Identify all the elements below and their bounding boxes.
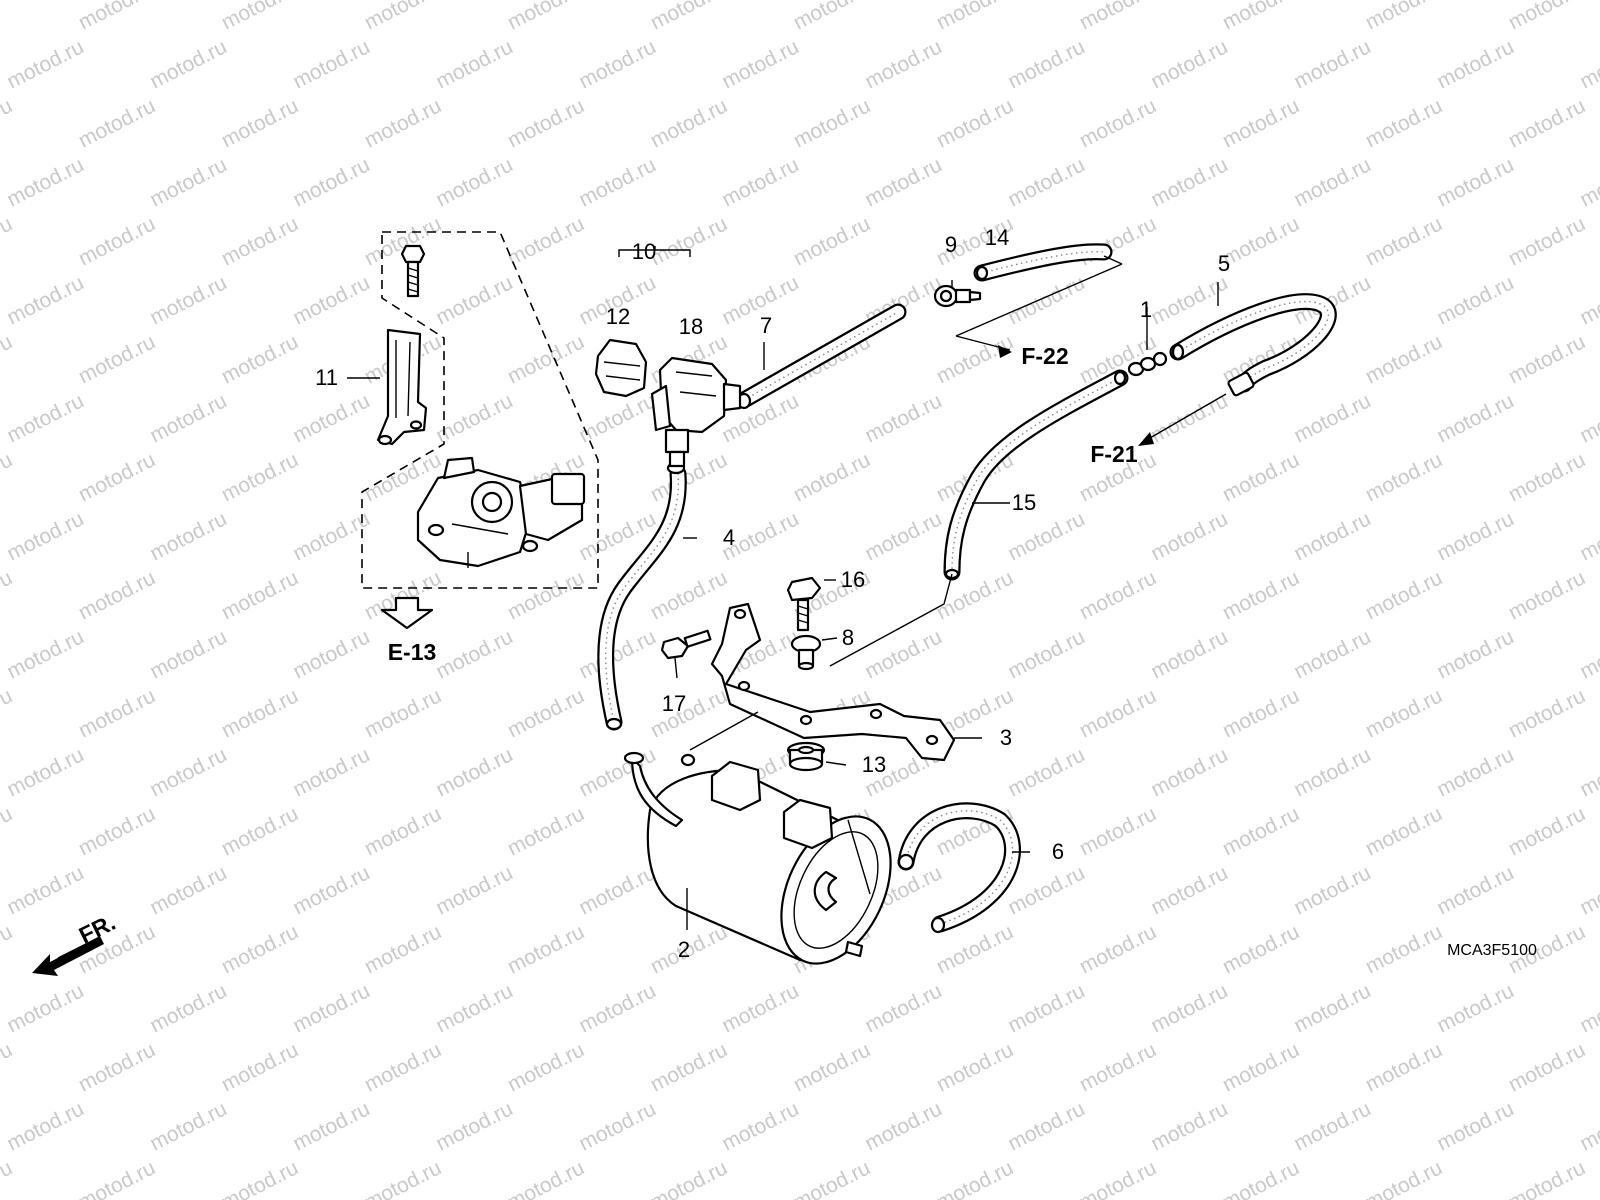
reference-e13: E-13 — [388, 639, 437, 665]
inset-dashed-outline — [361, 231, 599, 589]
part-1-washer — [1127, 351, 1168, 377]
inset-screw — [400, 244, 426, 298]
part-3-bracket — [710, 602, 956, 762]
callout-5: 5 — [1218, 251, 1230, 276]
callout-8: 8 — [842, 625, 854, 650]
e13-arrow — [380, 596, 434, 630]
reference-f21: F-21 — [1090, 441, 1138, 467]
callout-17: 17 — [662, 691, 686, 716]
part-13-grommet — [786, 741, 826, 772]
callout-18: 18 — [679, 314, 703, 339]
callout-15: 15 — [1012, 490, 1036, 515]
part-14-hose — [973, 243, 1113, 282]
f21-arrowhead — [1138, 432, 1154, 446]
part-9-fitting — [933, 284, 982, 308]
part-6-hose — [897, 802, 1021, 934]
callout-2: 2 — [678, 937, 690, 962]
callout-13: 13 — [862, 752, 886, 777]
front-direction-arrow — [32, 936, 104, 976]
callout-12: 12 — [606, 304, 630, 329]
callout-11: 11 — [315, 365, 338, 390]
callout-9: 9 — [945, 232, 957, 257]
callout-16: 16 — [841, 567, 865, 592]
callout-4: 4 — [723, 525, 735, 550]
part-12-cap — [594, 338, 648, 398]
part-16-bolt — [786, 576, 822, 632]
f22-arrowhead — [998, 345, 1012, 358]
part-8-collar — [790, 634, 822, 671]
callout-10: 10 — [632, 239, 656, 264]
inset-group-e13 — [361, 231, 599, 630]
part-15-hose — [943, 369, 1129, 581]
callout-7: 7 — [760, 313, 772, 338]
callout-14: 14 — [985, 225, 1009, 250]
part-11-bracket — [376, 328, 428, 446]
diagram-code: MCA3F5100 — [1447, 942, 1537, 959]
callout-1: 1 — [1140, 297, 1152, 322]
callout-3: 3 — [1000, 725, 1012, 750]
reference-f22: F-22 — [1021, 343, 1068, 369]
part-2-canister — [623, 751, 892, 965]
part-18-solenoid-valve — [650, 356, 742, 468]
part-5-hose — [1169, 293, 1337, 397]
callout-6: 6 — [1052, 839, 1064, 864]
actuator-motor-assembly — [416, 456, 586, 568]
part-17-bolt — [660, 629, 712, 660]
